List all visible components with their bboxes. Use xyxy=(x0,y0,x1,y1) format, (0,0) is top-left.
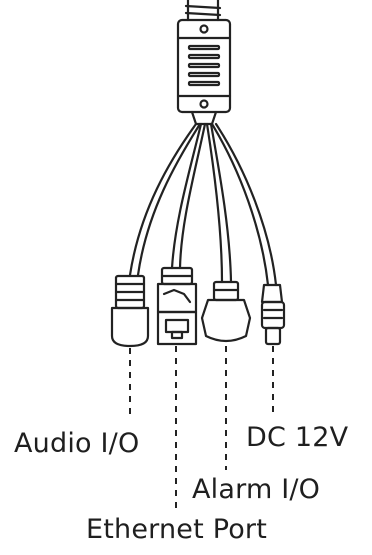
dc-connector xyxy=(260,283,286,346)
ethernet-connector xyxy=(156,266,198,346)
cable-ethernet xyxy=(170,122,207,270)
cable-dc xyxy=(210,122,278,287)
cable-alarm xyxy=(205,122,233,284)
junction-box xyxy=(176,18,232,126)
alarm-label: Alarm I/O xyxy=(192,474,321,505)
ethernet-label: Ethernet Port xyxy=(86,514,268,545)
audio-connector xyxy=(110,274,150,348)
dc-label: DC 12V xyxy=(246,422,349,453)
leader-lines xyxy=(129,346,274,512)
audio-label: Audio I/O xyxy=(14,428,140,459)
alarm-connector xyxy=(200,280,252,343)
cable-audio xyxy=(128,122,202,277)
top-cable xyxy=(184,0,222,22)
